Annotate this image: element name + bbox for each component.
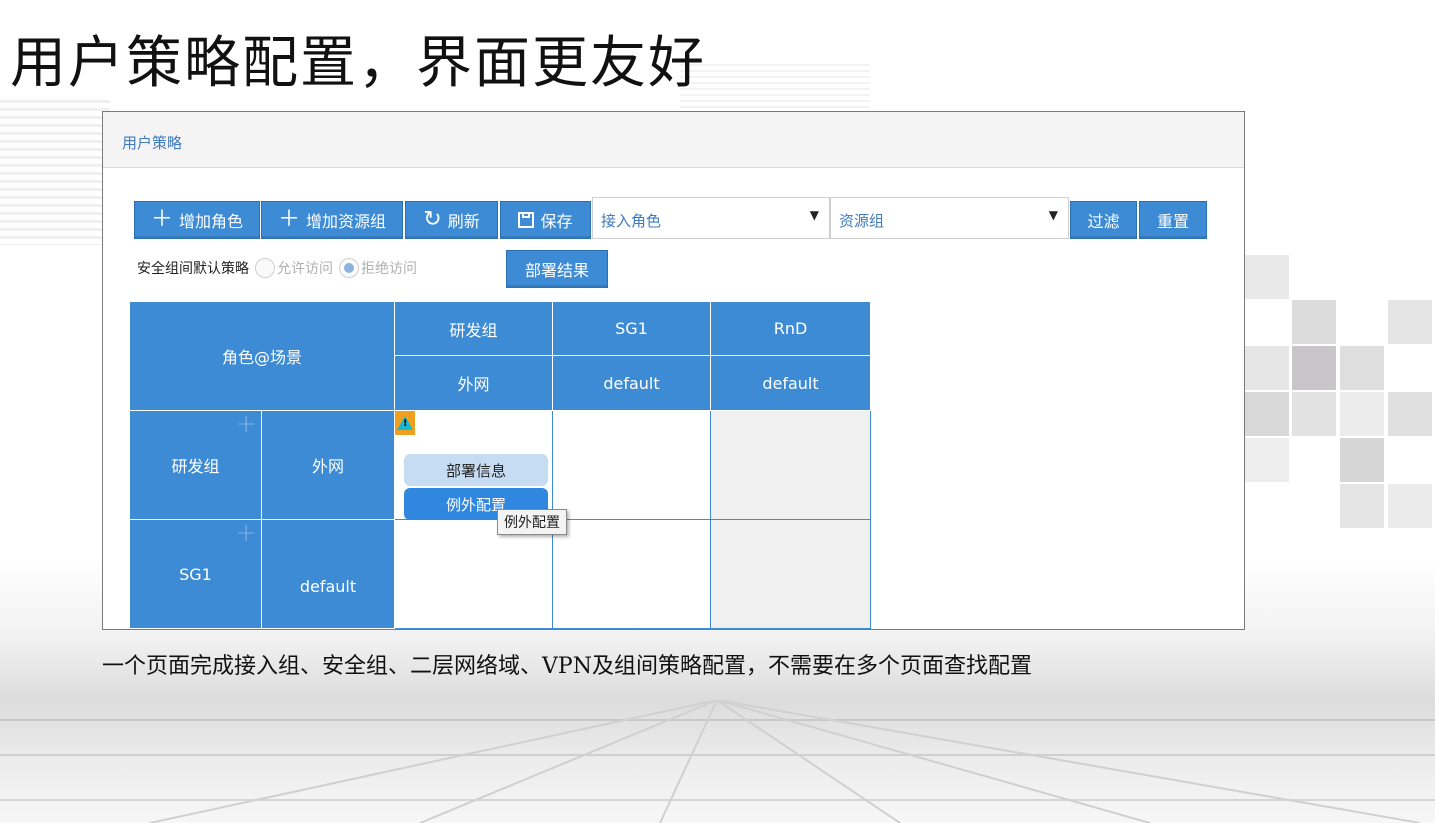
default-policy-label: 安全组间默认策略 [137, 261, 249, 277]
add-resource-group-label: 增加资源组 [306, 212, 387, 231]
panel-title: 用户策略 [122, 134, 183, 152]
resource-group-select[interactable]: 资源组 ▼ [830, 197, 1069, 239]
save-icon [518, 212, 535, 228]
allow-access-label: 允许访问 [277, 261, 333, 277]
policy-cell[interactable] [395, 520, 553, 629]
add-resource-group-button[interactable]: ＋ 增加资源组 [261, 201, 403, 239]
deploy-info-button[interactable]: 部署信息 [404, 454, 548, 486]
dropdown-arrow-icon: ▼ [809, 208, 819, 222]
policy-cell[interactable] [553, 411, 711, 520]
row-role-header[interactable]: + SG1 [130, 518, 262, 629]
panel-header: 用户策略 [103, 112, 1244, 168]
background-tile [1340, 392, 1384, 436]
background-map [680, 60, 870, 110]
refresh-button[interactable]: ↻ 刷新 [405, 201, 498, 239]
background-tile [1245, 346, 1289, 390]
plus-icon: ＋ [150, 207, 173, 232]
slide-title: 用户策略配置，界面更友好 [10, 31, 706, 96]
exception-config-tooltip: 例外配置 [497, 509, 567, 535]
policy-cell[interactable] [553, 520, 711, 629]
row-role-label: 研发组 [171, 457, 220, 476]
column-group-header: 研发组 [395, 302, 553, 356]
background-tile [1388, 392, 1432, 436]
column-group-header: SG1 [553, 302, 711, 356]
background-tile [1340, 438, 1384, 482]
access-role-value: 接入角色 [601, 212, 662, 230]
background-tile [1245, 255, 1289, 299]
deny-access-radio[interactable] [339, 258, 359, 278]
filter-button[interactable]: 过滤 [1070, 201, 1137, 239]
deny-access-label: 拒绝访问 [361, 261, 417, 277]
background-tile [1340, 484, 1384, 528]
background-floor [0, 700, 1435, 823]
add-role-label: 增加角色 [179, 212, 244, 231]
user-policy-panel: 用户策略 ＋ 增加角色 ＋ 增加资源组 ↻ 刷新 保存 接入角色 ▼ 资源组 ▼… [102, 111, 1245, 630]
background-tile [1245, 392, 1289, 436]
column-scene-header: default [711, 356, 871, 411]
row-scene-header: 外网 [262, 411, 395, 520]
save-button[interactable]: 保存 [500, 201, 591, 239]
deploy-result-button[interactable]: 部署结果 [506, 250, 608, 288]
column-scene-header: default [553, 356, 711, 411]
dropdown-arrow-icon: ▼ [1048, 208, 1058, 222]
background-tile [1292, 346, 1336, 390]
plus-icon: ＋ [277, 207, 300, 232]
column-scene-header: 外网 [395, 356, 553, 411]
background-tile [1245, 438, 1289, 482]
row-role-header[interactable]: + 研发组 [130, 409, 262, 520]
background-tile [1388, 300, 1432, 344]
background-tile [1388, 484, 1432, 528]
reset-button[interactable]: 重置 [1139, 201, 1207, 239]
add-role-button[interactable]: ＋ 增加角色 [134, 201, 260, 239]
resource-group-value: 资源组 [839, 212, 885, 230]
default-policy-row: 安全组间默认策略 允许访问 拒绝访问 [137, 258, 423, 278]
access-role-select[interactable]: 接入角色 ▼ [592, 197, 830, 239]
policy-cell[interactable] [711, 411, 871, 520]
policy-cell[interactable] [711, 520, 871, 629]
row-scene-header: default [262, 520, 395, 629]
background-stripes [0, 95, 110, 245]
row-role-label: SG1 [179, 564, 212, 584]
save-label: 保存 [540, 212, 573, 231]
add-row-plus-icon[interactable]: + [235, 518, 257, 548]
slide-caption: 一个页面完成接入组、安全组、二层网络域、VPN及组间策略配置，不需要在多个页面查… [102, 654, 1032, 679]
column-group-header: RnD [711, 302, 871, 356]
refresh-label: 刷新 [447, 212, 480, 231]
background-tile [1292, 392, 1336, 436]
background-tile [1340, 346, 1384, 390]
allow-access-radio[interactable] [255, 258, 275, 278]
background-tile [1292, 300, 1336, 344]
warning-icon[interactable]: ! [395, 411, 415, 435]
add-row-plus-icon[interactable]: + [235, 409, 257, 439]
refresh-icon: ↻ [423, 207, 442, 232]
grid-corner-header: 角色@场景 [130, 302, 395, 411]
